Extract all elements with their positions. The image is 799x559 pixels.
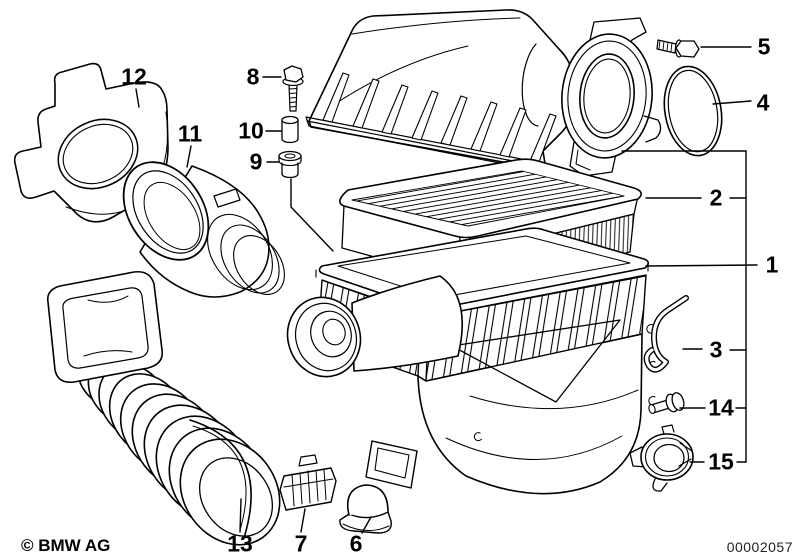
- intake-boot-illustration: [122, 161, 285, 298]
- callout-3[interactable]: 3: [709, 336, 723, 363]
- callout-13[interactable]: 13: [227, 530, 253, 557]
- bolt-8-illustration: [282, 65, 304, 112]
- rivet-illustration: [648, 392, 685, 414]
- callout-leader-lines: [135, 46, 758, 534]
- callout-8[interactable]: 8: [246, 63, 260, 90]
- callout-5[interactable]: 5: [757, 33, 771, 60]
- clamping-ring-illustration: [561, 17, 662, 177]
- lower-housing-illustration: [286, 227, 657, 495]
- callout-15[interactable]: 15: [708, 448, 734, 475]
- callout-1[interactable]: 1: [765, 251, 779, 278]
- bellows-hose-illustration: [46, 270, 281, 546]
- clip-illustration: [279, 454, 337, 511]
- callout-7[interactable]: 7: [294, 530, 308, 557]
- spacer-sleeve-illustration: [281, 115, 299, 144]
- callout-12[interactable]: 12: [121, 63, 147, 90]
- hook-illustration: [643, 295, 689, 373]
- upper-housing-cover-illustration: [305, 9, 575, 173]
- drawing-number: 00002057: [726, 539, 793, 555]
- bolt-5-illustration: [656, 39, 700, 58]
- callout-9[interactable]: 9: [249, 148, 263, 175]
- clamp-illustration: [629, 424, 694, 492]
- callout-4[interactable]: 4: [756, 89, 770, 116]
- callout-6[interactable]: 6: [349, 530, 363, 557]
- grommet-illustration: [278, 150, 302, 179]
- rubber-cap-illustration: [339, 484, 392, 534]
- o-ring-illustration: [663, 65, 723, 157]
- copyright-notice: © BMW AG: [21, 536, 111, 555]
- callout-2[interactable]: 2: [709, 184, 723, 211]
- callout-10[interactable]: 10: [238, 117, 264, 144]
- callout-14[interactable]: 14: [708, 394, 734, 421]
- callout-11[interactable]: 11: [177, 120, 203, 147]
